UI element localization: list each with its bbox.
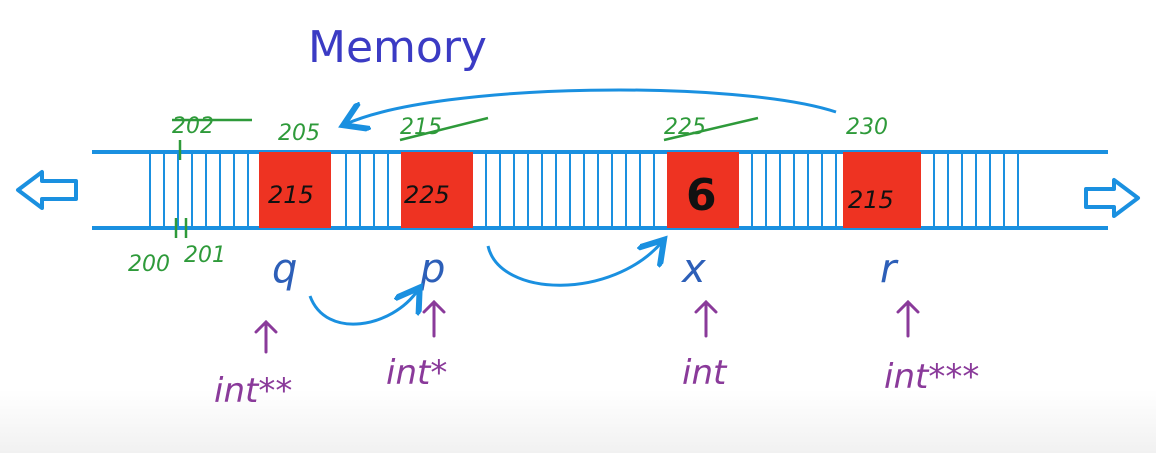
address-202: 202 — [172, 114, 214, 139]
type-label-q: int** — [214, 371, 292, 411]
variable-x: x — [680, 246, 706, 292]
memory-cell-x — [667, 152, 739, 228]
type-arrows — [254, 299, 920, 354]
memory-byte-ticks — [149, 152, 1019, 228]
variable-r: r — [880, 246, 899, 292]
address-201: 201 — [184, 243, 226, 268]
cell-value-q: 215 — [268, 181, 314, 209]
right-arrow-icon — [1084, 178, 1140, 218]
pointer-arrow-r-to-q — [346, 88, 837, 124]
pointer-arrow-p-to-x — [486, 242, 662, 287]
type-arrow-r — [896, 299, 920, 338]
left-arrow-icon — [16, 170, 78, 210]
cell-value-r: 215 — [848, 186, 894, 214]
address-200: 200 — [128, 252, 170, 277]
type-arrow-p — [422, 299, 446, 338]
address-215: 215 — [400, 115, 442, 140]
memory-cell-q — [259, 152, 331, 228]
type-label-x: int — [682, 353, 728, 393]
address-205: 205 — [278, 121, 320, 146]
memory-cell-r — [843, 152, 921, 228]
cell-value-p: 225 — [404, 181, 450, 209]
cell-value-x: 6 — [686, 170, 717, 221]
address-225-stroke — [663, 116, 759, 142]
type-arrow-q — [254, 319, 278, 354]
diagram-title: Memory — [308, 22, 487, 73]
address-230: 230 — [846, 115, 888, 140]
type-arrow-x — [694, 299, 718, 338]
pointer-arrow-q-to-p — [308, 290, 418, 326]
variable-q: q — [272, 246, 297, 292]
variable-p: p — [419, 246, 445, 292]
type-label-r: int*** — [884, 357, 979, 397]
type-label-p: int* — [386, 353, 447, 393]
memory-cell-p — [401, 152, 473, 228]
address-215-stroke — [399, 116, 489, 142]
